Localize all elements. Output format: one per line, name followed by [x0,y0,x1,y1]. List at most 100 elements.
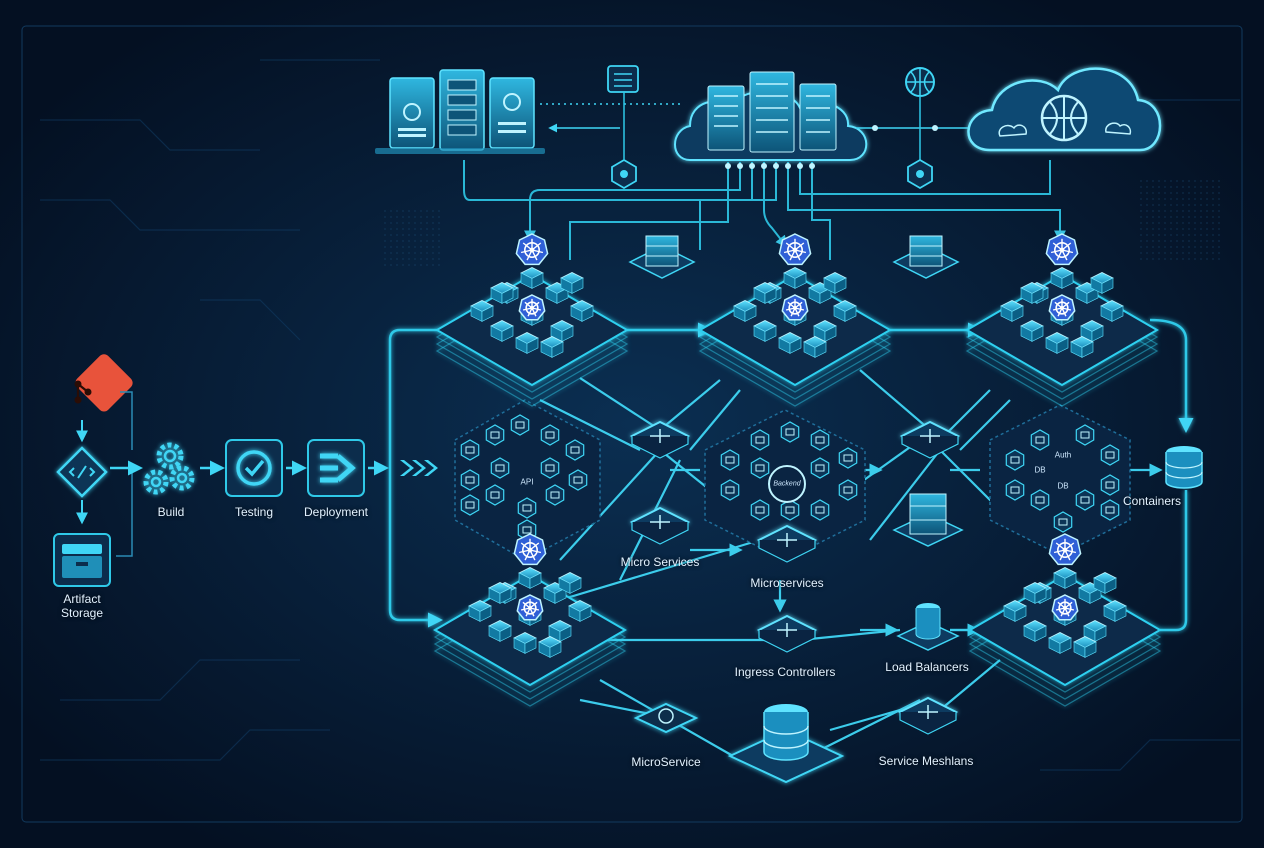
git-icon [74,354,133,412]
container-cube [783,267,807,289]
database-icon [1165,446,1203,489]
switch-icon [897,696,959,735]
api-tag: API [520,477,534,487]
circuit-traces [40,59,1240,771]
container-cube [513,632,537,654]
container-cube [1103,600,1127,622]
switch-icon [629,506,691,545]
kubernetes-icon [1051,594,1079,621]
microservice-hex-icon [720,449,740,471]
micro-services-label: Micro Services [620,555,700,569]
microservice-hex-icon [838,447,858,469]
cluster-platform [698,233,892,407]
microservice-hex-icon [1005,479,1025,501]
container-cube [1020,320,1044,342]
microservice-hex-icon [460,469,480,491]
container-cube [490,320,514,342]
container-cube [1048,632,1072,654]
db-tag: DB [1034,465,1046,475]
database-icon [727,704,845,784]
microservice-hex-icon [460,439,480,461]
container-cube [733,300,757,322]
kubernetes-icon [781,294,809,321]
container-cube [1023,620,1047,642]
container-cube [558,572,582,594]
node-icon [907,158,933,190]
container-cube [1050,267,1074,289]
artifact-storage-label-line2: Storage [60,606,104,620]
microservice-hex-icon [810,457,830,479]
deploy-icon [307,439,365,497]
container-cube [823,272,847,294]
dot-pattern [1140,180,1220,260]
container-cube [515,332,539,354]
kubernetes-icon [1048,533,1082,566]
connector [116,391,133,557]
check-icon [225,439,283,497]
microservice-hex-icon [485,424,505,446]
microservices-label: Microservices [750,576,824,590]
container-cube [1000,300,1024,322]
container-cube [518,567,542,589]
microservice-hex-icon [810,429,830,451]
microservice-node-icon [633,702,699,734]
container-cube [1020,282,1044,304]
container-cube [470,300,494,322]
box-icon [53,533,111,587]
container-cube [1053,567,1077,589]
cicd-pipeline [53,354,438,587]
server-stack-icon [892,493,964,547]
container-cube [540,336,564,358]
container-cube [468,600,492,622]
cloud-data-center [674,71,868,161]
switch-icon [756,614,818,653]
container-cube [1003,600,1027,622]
microservice-hex-icon [1030,429,1050,451]
cluster-platform [965,233,1159,407]
code-icon [56,446,108,498]
kubernetes-icon [778,233,812,266]
microservice-hex-icon [1075,489,1095,511]
gears-icon [143,442,195,495]
microservice-hex-icon [810,499,830,521]
server-icon [489,77,535,149]
kubernetes-icon [1048,294,1076,321]
node-icon [611,158,637,190]
network-switches [629,420,961,735]
kubernetes-icon [513,533,547,566]
switch-icon [756,524,818,563]
container-cube [1093,572,1117,594]
container-cube [550,320,574,342]
container-cube [1045,332,1069,354]
container-cube [520,267,544,289]
container-cube [1070,336,1094,358]
deployment-label: Deployment [303,505,369,519]
microservice-hex-icon [838,479,858,501]
service-meshlans-label: Service Meshlans [878,754,974,768]
container-cube [833,300,857,322]
microservice-label: MicroService [631,755,701,769]
microservice-hex-icon [1075,424,1095,446]
microservice-hex-icon [780,421,800,443]
kubernetes-icon [515,233,549,266]
microservice-icons [460,414,1120,541]
switch-icon [629,420,691,459]
microservice-hex-icon [1100,444,1120,466]
small-server-icon [607,65,639,93]
container-cube [753,282,777,304]
kubernetes-clusters [433,233,1162,707]
container-cube [560,272,584,294]
cluster-platform [435,233,629,407]
microservice-hex-icon [1100,474,1120,496]
kubernetes-icon [1045,233,1079,266]
container-cube [488,582,512,604]
globe-icon [905,67,935,97]
kubernetes-icon [516,594,544,621]
dot-pattern [380,210,440,270]
kubernetes-icon [518,294,546,321]
microservice-hex-icon [780,499,800,521]
microservice-hex-icon [485,484,505,506]
microservice-hex-icon [568,469,588,491]
load-balancers-label: Load Balancers [885,660,969,674]
globe-icon [1040,94,1088,142]
